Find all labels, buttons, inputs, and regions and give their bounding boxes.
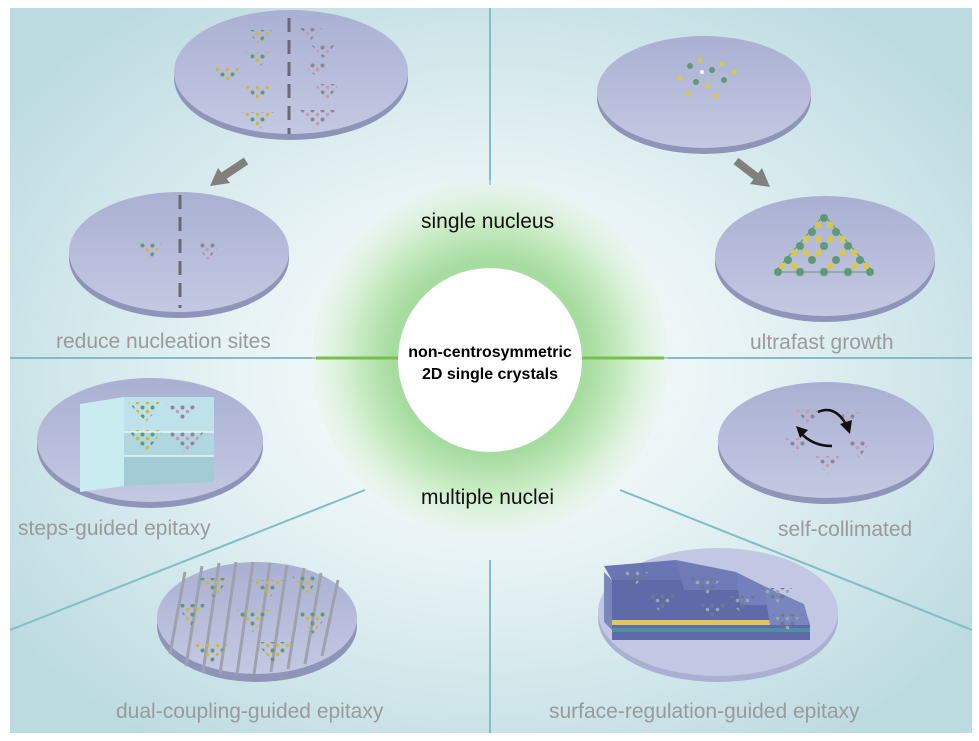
- single-nucleus-label: single nucleus: [421, 210, 555, 233]
- surface-regulation-disc: [598, 548, 838, 682]
- dual-coupling-label: dual-coupling-guided epitaxy: [116, 700, 384, 723]
- center-title-line2: 2D single crystals: [421, 366, 559, 383]
- multiple-nuclei-label: multiple nuclei: [421, 486, 555, 509]
- center-title: non-centrosymmetric 2D single crystals: [398, 342, 582, 386]
- dual-coupling-disc: [157, 561, 357, 682]
- steps-guided-disc: [37, 378, 263, 508]
- surface-regulation-label: surface-regulation-guided epitaxy: [549, 700, 860, 723]
- reduce-nucleation-top-disc: [174, 10, 408, 140]
- reduce-nucleation-arrow: [210, 157, 249, 186]
- ultrafast-growth-label: ultrafast growth: [750, 331, 894, 354]
- sector-dividers: [9, 8, 973, 733]
- steps-guided-label: steps-guided epitaxy: [18, 517, 211, 540]
- ultrafast-growth-top-disc: [597, 36, 811, 154]
- reduce-nucleation-label: reduce nucleation sites: [56, 330, 271, 353]
- ultrafast-growth-bottom-disc: [715, 196, 935, 322]
- self-collimated-label: self-collimated: [778, 518, 913, 541]
- ultrafast-growth-arrow: [733, 157, 770, 187]
- self-collimated-disc: [718, 382, 934, 504]
- reduce-nucleation-bottom-disc: [69, 192, 289, 318]
- center-circle: [398, 268, 582, 452]
- center-title-line1: non-centrosymmetric: [408, 344, 572, 361]
